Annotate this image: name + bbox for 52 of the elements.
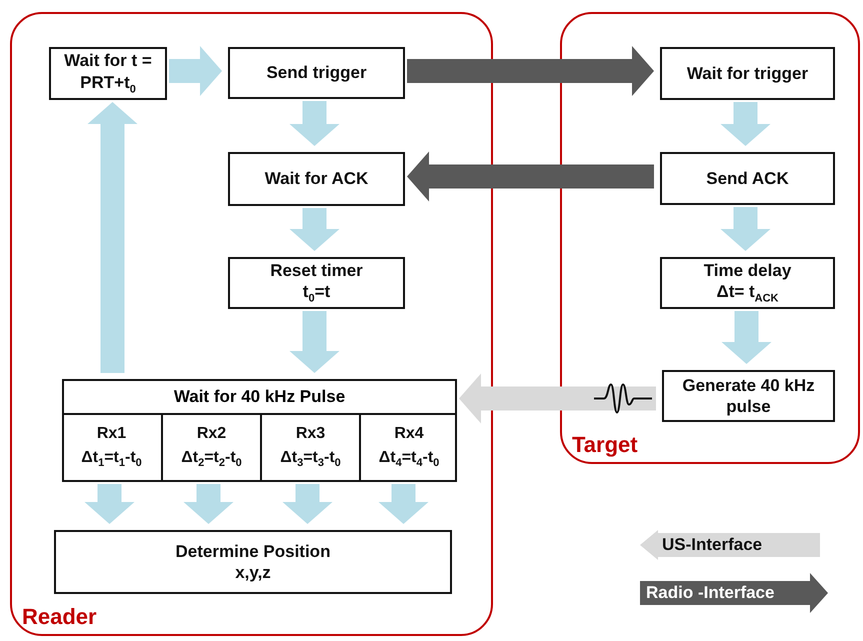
node-text: Δt$_{4}$=t$_{4}$-t$_{0}$ <box>378 448 440 471</box>
block-arrow <box>84 484 134 524</box>
block-arrow <box>407 46 654 96</box>
process-box <box>660 152 835 205</box>
node-text: Send trigger <box>266 62 367 84</box>
node-text: t$_{0}$=t <box>302 281 330 306</box>
block-arrow <box>290 208 340 251</box>
block-arrow <box>407 152 654 202</box>
legend-label: Radio -Interface <box>646 583 774 603</box>
process-box <box>660 257 835 309</box>
node-text: Determine Position <box>176 540 330 562</box>
node-text: Send ACK <box>706 168 789 190</box>
node-text: Δt$_{2}$=t$_{2}$-t$_{0}$ <box>181 448 242 471</box>
node-text: Rx2 <box>196 424 226 444</box>
block-arrow <box>720 102 770 146</box>
group-label: Reader <box>22 604 97 630</box>
block-arrow <box>282 484 332 524</box>
process-box <box>228 152 405 206</box>
block-arrow <box>290 311 340 373</box>
table-box <box>62 379 457 482</box>
process-box <box>54 530 452 594</box>
node-text: Δt= t$_{ACK}$ <box>716 281 779 306</box>
block-arrow <box>722 311 772 364</box>
table-header: Wait for 40 kHz Pulse <box>64 381 455 415</box>
group-frame <box>560 12 860 464</box>
block-arrow <box>720 207 770 251</box>
node-text: Wait for trigger <box>686 62 808 84</box>
block-arrow <box>88 102 138 373</box>
node-text: Δt$_{3}$=t$_{3}$-t$_{0}$ <box>280 448 341 471</box>
node-text: Generate 40 kHz pulse <box>681 374 816 418</box>
block-arrow <box>290 101 340 146</box>
process-box <box>228 47 405 99</box>
process-box <box>49 47 167 100</box>
node-text: Rx1 <box>96 424 126 444</box>
legend-label: US-Interface <box>662 535 762 555</box>
node-text: Time delay <box>704 260 792 282</box>
node-text: Rx4 <box>394 424 424 444</box>
node-text: Wait for ACK <box>264 168 368 190</box>
process-box <box>660 47 835 100</box>
block-arrow <box>169 46 222 96</box>
node-text: x,y,z <box>235 562 271 584</box>
process-box <box>662 370 835 422</box>
node-text: Δt$_{1}$=t$_{1}$-t$_{0}$ <box>81 448 142 471</box>
block-arrow <box>459 374 656 424</box>
node-text: Reset timer <box>270 260 363 282</box>
process-box <box>228 257 405 309</box>
node-text: Wait for t = PRT+t$_{0}$ <box>63 50 153 97</box>
block-arrow <box>184 484 234 524</box>
block-arrow <box>378 484 428 524</box>
group-frame <box>10 12 493 636</box>
node-text: Rx3 <box>296 424 326 444</box>
group-label: Target <box>572 432 638 458</box>
